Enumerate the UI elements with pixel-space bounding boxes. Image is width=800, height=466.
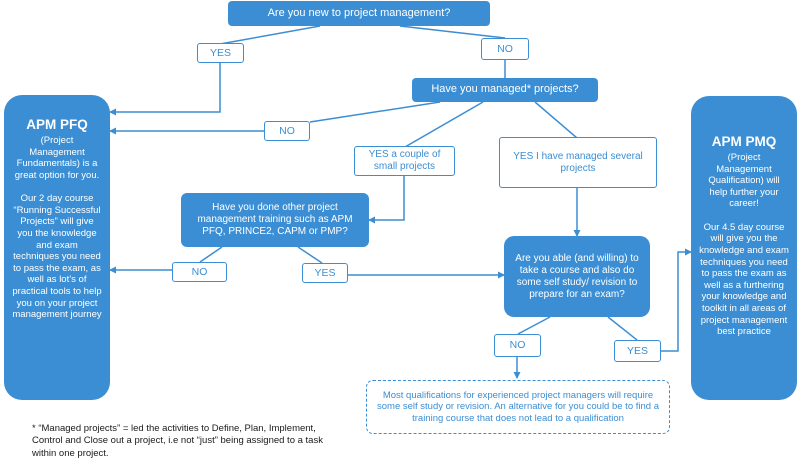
- answer-yes-new: YES: [197, 43, 244, 63]
- pmq-subtitle: (Project Management Qualification) will …: [708, 152, 780, 210]
- edge-training-to-no3: [199, 246, 223, 263]
- edge-couple-to-training: [368, 176, 405, 224]
- footnote: * “Managed projects” = led the activitie…: [32, 423, 323, 459]
- edge-training-to-yes3: [297, 246, 323, 264]
- answer-no-able: NO: [494, 334, 541, 357]
- pfq-body: Our 2 day course “Running Successful Pro…: [12, 193, 102, 321]
- outcome-apm-pmq: APM PMQ (Project Management Qualificatio…: [691, 96, 797, 400]
- edge-managed-to-couple: [404, 101, 484, 148]
- question-managed-projects: Have you managed* projects?: [412, 78, 598, 102]
- answer-yes-couple: YES a couple of small projects: [354, 146, 455, 176]
- answer-no-managed: NO: [264, 121, 310, 141]
- question-able-to-study: Are you able (and willing) to take a cou…: [504, 236, 650, 317]
- question-new-to-pm: Are you new to project management?: [228, 1, 490, 26]
- pfq-subtitle: (Project Management Fundamentals) is a g…: [14, 135, 100, 181]
- answer-yes-training: YES: [302, 263, 348, 283]
- edge-able-to-no4: [517, 316, 551, 335]
- pmq-title: APM PMQ: [711, 134, 777, 149]
- answer-yes-several: YES I have managed several projects: [499, 137, 657, 188]
- pfq-title: APM PFQ: [26, 117, 88, 132]
- note-self-study: Most qualifications for experienced proj…: [366, 380, 670, 434]
- answer-yes-able: YES: [614, 340, 661, 362]
- answer-no-training: NO: [172, 262, 227, 282]
- edge-able-to-yes4: [607, 316, 638, 341]
- edge-new-to-yes: [219, 25, 321, 45]
- edge-managed-to-several: [534, 101, 578, 139]
- edge-yes-to-pfq: [109, 62, 221, 116]
- edge-yes4-to-pmq: [661, 248, 692, 352]
- pmq-body: Our 4.5 day course will give you the kno…: [699, 221, 789, 338]
- outcome-apm-pfq: APM PFQ (Project Management Fundamentals…: [4, 95, 110, 400]
- edge-new-to-no: [399, 25, 506, 39]
- question-other-training: Have you done other project management t…: [181, 193, 369, 247]
- answer-no-new: NO: [481, 38, 529, 60]
- edge-managed-to-no2: [309, 101, 441, 123]
